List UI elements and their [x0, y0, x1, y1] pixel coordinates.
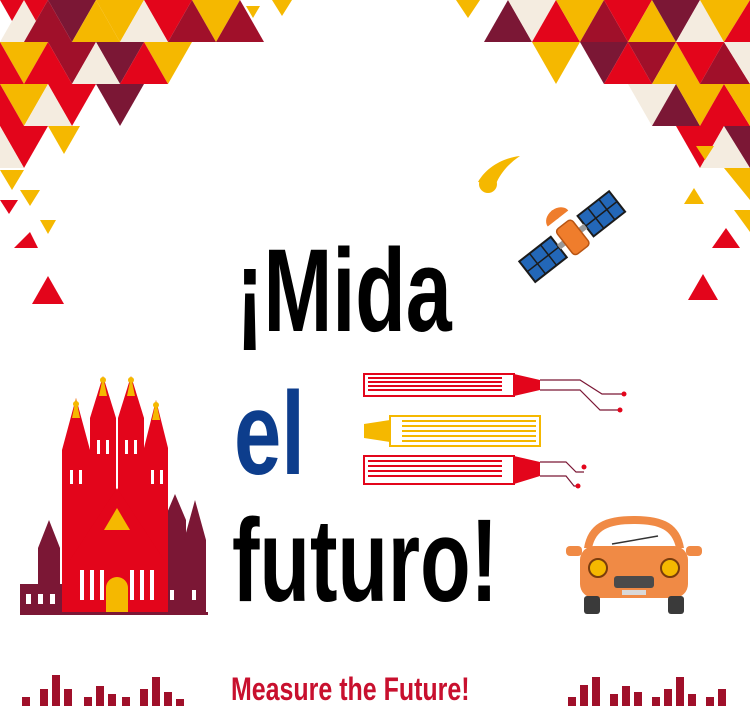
triangle-pattern-left-icon	[0, 0, 292, 304]
strain-gauge-icon	[363, 373, 627, 489]
headline-line-3: futuro!	[232, 495, 499, 627]
car-icon	[566, 516, 702, 614]
satellite-icon	[517, 189, 627, 284]
headline-line-2: el	[234, 368, 305, 500]
bar-graph-icon	[22, 675, 726, 706]
sagrada-familia-icon	[20, 376, 208, 615]
headline-line-1: ¡Mida	[236, 225, 452, 357]
tagline: Measure the Future!	[231, 671, 470, 707]
comet-icon	[478, 156, 520, 193]
triangle-pattern-right-icon	[456, 0, 750, 300]
